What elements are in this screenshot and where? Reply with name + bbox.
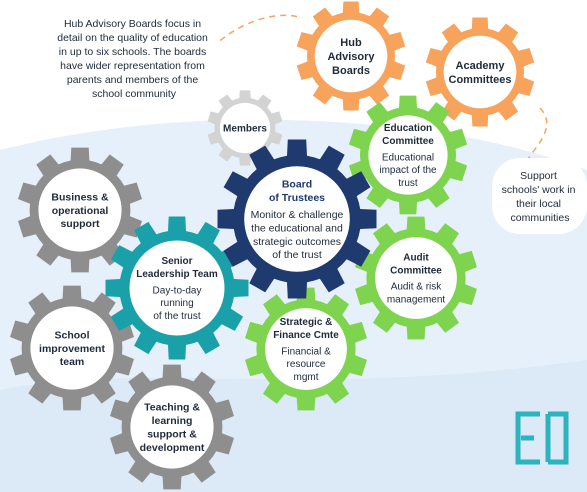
hub-info-text: Hub Advisory Boards focus in detail on t… xyxy=(57,18,211,100)
hub-boards-gear-center xyxy=(314,19,388,93)
members-gear-center xyxy=(219,102,271,154)
education-committee-gear-center xyxy=(368,115,448,195)
fe-logo-icon xyxy=(515,411,569,465)
dashed-connector-academy xyxy=(519,107,548,173)
strategic-finance-gear-center xyxy=(265,308,347,390)
academy-committees-gear-center xyxy=(443,35,517,109)
teaching-learning-gear-center xyxy=(130,385,214,469)
audit-committee-gear-center xyxy=(375,237,457,319)
members-label: Members xyxy=(223,124,267,135)
board-of-trustees-gear-center xyxy=(244,166,350,272)
support-info-text: Support schools' work in their local com… xyxy=(502,170,579,224)
hub-info-callout xyxy=(50,8,218,102)
support-info-callout xyxy=(492,158,587,234)
school-improvement-gear-center xyxy=(30,306,114,390)
dashed-connector-hub xyxy=(211,14,303,49)
business-support-gear-center xyxy=(38,168,122,252)
senior-leadership-gear-center xyxy=(129,240,225,336)
